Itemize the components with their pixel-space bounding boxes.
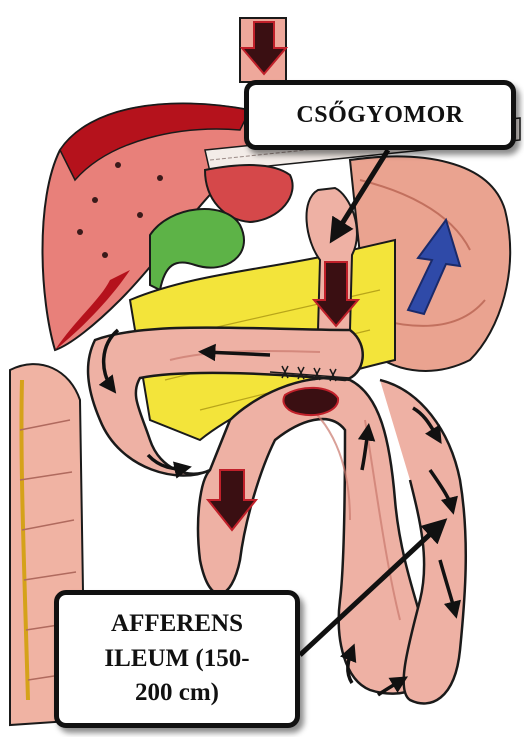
label-afferent-ileum-line1: AFFERENS xyxy=(111,607,243,642)
label-afferent-ileum-line3: 200 cm) xyxy=(135,676,219,711)
label-gastric-tube: CSŐGYOMOR xyxy=(244,80,516,150)
anastomosis xyxy=(283,388,338,415)
label-gastric-tube-text: CSŐGYOMOR xyxy=(296,102,463,129)
label-afferent-ileum-line2: ILEUM (150- xyxy=(104,642,249,677)
label-afferent-ileum: AFFERENS ILEUM (150- 200 cm) xyxy=(54,590,300,728)
